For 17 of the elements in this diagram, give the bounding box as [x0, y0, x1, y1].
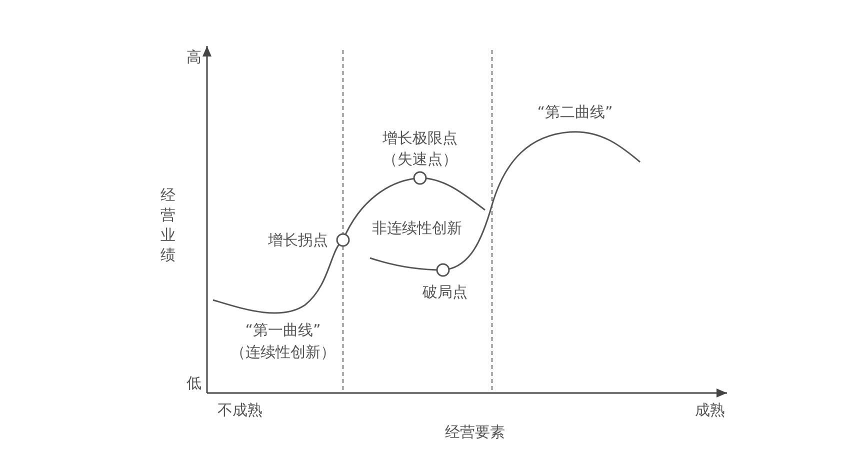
point-label: 增长极限点	[382, 130, 458, 146]
axis-label: 低	[186, 374, 202, 392]
axis-title: 经营要素	[445, 424, 505, 440]
axis-label: 高	[186, 48, 202, 66]
axis-label: 不成熟	[218, 402, 262, 418]
point-marker	[336, 233, 350, 247]
curve-label: （连续性创新）	[230, 344, 336, 360]
point-label: 增长拐点	[268, 232, 328, 248]
curve-label: “第二曲线”	[537, 104, 613, 120]
point-label: （失速点）	[382, 150, 458, 168]
point-marker	[413, 171, 427, 185]
region-label: 非连续性创新	[372, 220, 462, 236]
point-label: 破局点	[422, 284, 468, 300]
axis-title: 经营业绩	[160, 185, 176, 265]
point-marker	[436, 263, 450, 277]
curve-label: “第一曲线”	[245, 322, 321, 338]
axis-label: 成熟	[695, 402, 725, 418]
